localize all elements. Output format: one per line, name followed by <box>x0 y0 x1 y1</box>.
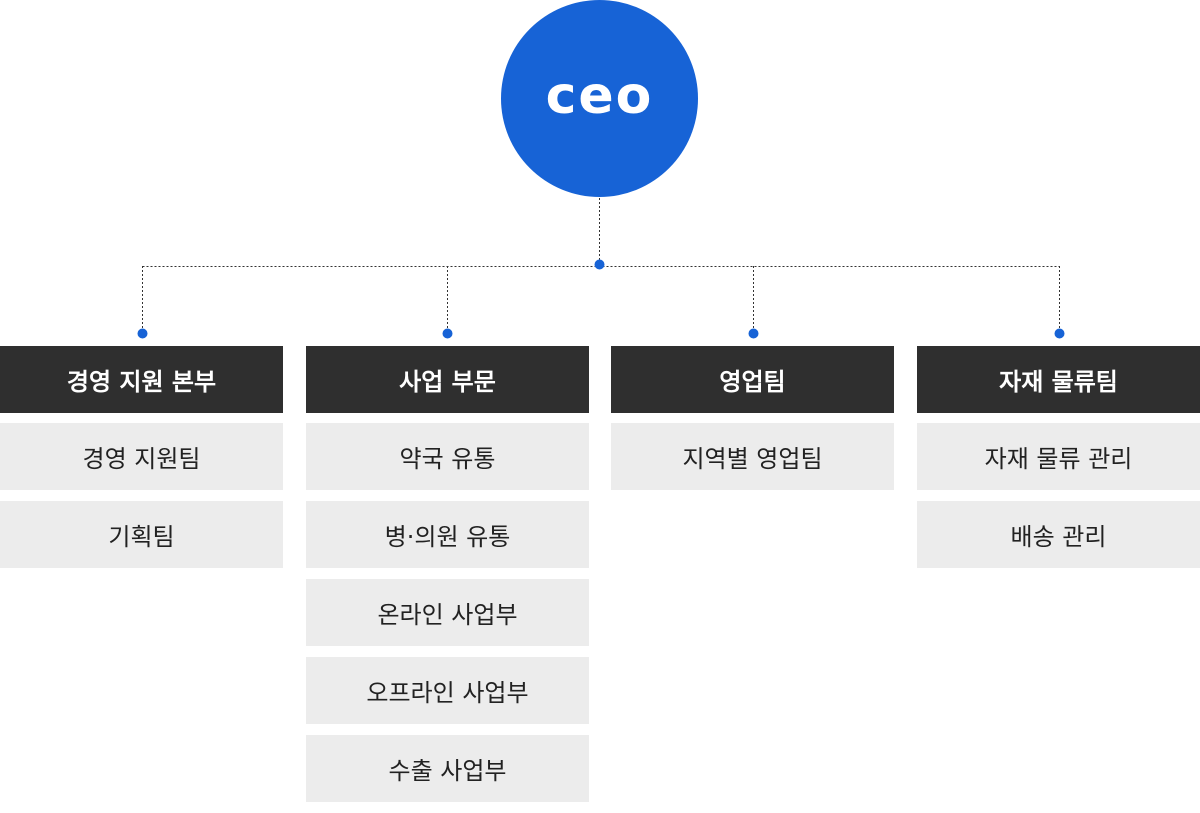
department-header: 영업팀 <box>611 346 894 413</box>
branch-dot-1 <box>137 328 148 339</box>
team-box: 지역별 영업팀 <box>611 423 894 490</box>
team-box: 배송 관리 <box>917 501 1200 568</box>
team-box: 수출 사업부 <box>306 735 589 802</box>
branch-dot-2 <box>442 328 453 339</box>
team-box: 오프라인 사업부 <box>306 657 589 724</box>
team-box: 약국 유통 <box>306 423 589 490</box>
department-header: 사업 부문 <box>306 346 589 413</box>
team-box: 기획팀 <box>0 501 283 568</box>
department-column-sales-team: 영업팀 지역별 영업팀 <box>611 346 894 501</box>
branch-dot-4 <box>1054 328 1065 339</box>
ceo-label: ceo <box>545 65 654 126</box>
branch-dot-3 <box>748 328 759 339</box>
team-box: 온라인 사업부 <box>306 579 589 646</box>
department-column-management-support: 경영 지원 본부 경영 지원팀 기획팀 <box>0 346 283 579</box>
department-column-materials-logistics: 자재 물류팀 자재 물류 관리 배송 관리 <box>917 346 1200 579</box>
ceo-node: ceo <box>501 0 698 197</box>
team-box: 병·의원 유통 <box>306 501 589 568</box>
team-box: 자재 물류 관리 <box>917 423 1200 490</box>
department-column-business-division: 사업 부문 약국 유통 병·의원 유통 온라인 사업부 오프라인 사업부 수출 … <box>306 346 589 813</box>
department-header: 경영 지원 본부 <box>0 346 283 413</box>
department-header: 자재 물류팀 <box>917 346 1200 413</box>
team-box: 경영 지원팀 <box>0 423 283 490</box>
junction-dot <box>594 259 605 270</box>
